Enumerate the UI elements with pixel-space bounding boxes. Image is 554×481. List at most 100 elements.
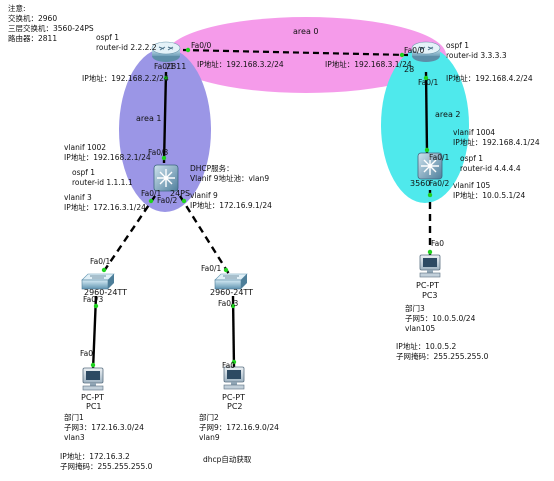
router-left[interactable] [151, 41, 181, 62]
mls-left-port-fa03: Fa0/3 [148, 148, 169, 157]
port-dot [163, 75, 169, 81]
pc3-port: Fa0 [431, 239, 444, 248]
mls-left-router-id: router-id 1.1.1.1 [72, 178, 133, 187]
mls-right-vlanif105: vlanif 105 [453, 181, 491, 190]
notes-title: 注意: [8, 3, 26, 13]
switch-right-port-fa01: Fa0/1 [201, 264, 222, 273]
port-dot [90, 362, 96, 368]
link-router-right-mls-right [424, 71, 429, 154]
mls-left-vlanif3: vlanif 3 [64, 193, 92, 202]
pc1-vlan: vlan3 [64, 433, 85, 442]
mls-right-vlanif1004-ip: IP地址：192.168.4.1/24 [453, 137, 540, 147]
switch-right-port-fa03: Fa0/3 [218, 299, 239, 308]
pc1-dept: 部门1 [64, 412, 84, 422]
mls-left-vlanif9: vlanif 9 [190, 191, 218, 200]
pc2-vlan: vlan9 [199, 433, 220, 442]
mls-left-dhcp-detail: Vlanif 9地址池：vlan9 [190, 173, 269, 183]
router-right-name: 28 [404, 65, 414, 74]
device-notes: 注意: 交换机：2960 三层交换机：3560-24PS 路由器：2811 [8, 3, 94, 43]
router-right[interactable] [411, 41, 441, 62]
pc2-port: Fa0 [222, 361, 235, 370]
pc1-port: Fa0 [80, 349, 93, 358]
router-right-port-fa01: Fa0/1 [418, 78, 439, 87]
mls-left-name: 24PS [170, 189, 190, 198]
switch-right[interactable] [214, 273, 248, 290]
pc3-vlan: vlan105 [405, 324, 435, 333]
router-left-ip-link: IP地址：192.168.3.2/24 [197, 59, 284, 69]
mls-right-vlanif105-ip: IP地址：10.0.5.1/24 [453, 190, 526, 200]
mls-right-port-fa02: Fa0/2 [429, 179, 450, 188]
switch-left-port-fa01: Fa0/1 [90, 257, 111, 266]
pc3-ip: IP地址：10.0.5.2 [396, 341, 456, 351]
pc3-name: PC3 [422, 291, 438, 300]
area0-label: area 0 [293, 27, 318, 36]
pc1-type: PC-PT [81, 393, 104, 402]
router-left-router-id: router-id 2.2.2.2 [96, 43, 157, 52]
port-dot [223, 267, 229, 273]
port-dot [230, 303, 236, 309]
pc1[interactable] [82, 367, 104, 391]
pc3-mask: 子网掩码：255.255.255.0 [396, 351, 489, 361]
switch-left[interactable] [81, 273, 115, 290]
mls-left-vlanif1002: vlanif 1002 [64, 143, 106, 152]
pc3-dept: 部门3 [405, 303, 425, 313]
mls-left-vlanif1002-ip: IP地址：192.168.2.1/24 [64, 152, 151, 162]
area1-label: area 1 [136, 114, 161, 123]
notes-router: 路由器：2811 [8, 33, 57, 43]
router-left-name: 2811 [166, 62, 186, 71]
link-mls-left-switch-left [101, 195, 156, 275]
port-dot [423, 75, 429, 81]
pc3-type: PC-PT [416, 281, 439, 290]
pc2-type: PC-PT [222, 393, 245, 402]
pc-icon [223, 366, 245, 390]
area2-label: area 2 [435, 110, 460, 119]
link-router-left-mls-left [162, 71, 168, 164]
port-dot [427, 249, 433, 255]
router-left-ospf: ospf 1 [96, 33, 119, 42]
router-right-ospf: ospf 1 [446, 41, 469, 50]
port-dot [161, 155, 167, 161]
link-router-router [182, 48, 409, 57]
mls-left[interactable] [153, 164, 179, 192]
pc2[interactable] [223, 366, 245, 390]
router-right-router-id: router-id 3.3.3.3 [446, 51, 507, 60]
mls-right-name: 3560 [410, 179, 430, 188]
port-dot [427, 192, 433, 198]
mls-left-dhcp: DHCP服务： [190, 163, 234, 173]
pc1-mask: 子网掩码：255.255.255.0 [60, 461, 153, 471]
mls-left-vlanif9-ip: IP地址：172.16.9.1/24 [190, 200, 272, 210]
port-dot [231, 359, 237, 365]
switch-left-name: 2960-24TT [84, 288, 127, 297]
link-mls-left-switch-right [178, 195, 231, 275]
port-dots [90, 47, 433, 368]
pc1-subnet: 子网3：172.16.3.0/24 [64, 423, 144, 432]
router-left-ip-down: IP地址：192.168.2.2/24 [82, 73, 169, 83]
multilayer-switch-icon [417, 152, 443, 180]
mls-right-port-fa01: Fa0/1 [429, 153, 450, 162]
mls-right-vlanif1004: vlanif 1004 [453, 128, 495, 137]
notes-l3-switch: 三层交换机：3560-24PS [8, 23, 94, 33]
mls-right-router-id: router-id 4.4.4.4 [460, 164, 521, 173]
mls-left-port-fa01: Fa0/1 [141, 189, 162, 198]
link-switch-left-pc1 [91, 295, 98, 371]
port-dot [148, 198, 154, 204]
pc2-subnet: 子网9：172.16.9.0/24 [199, 423, 279, 432]
port-dot [185, 47, 191, 53]
port-dot [399, 52, 405, 58]
pc1-ip: IP地址：172.16.3.2 [60, 451, 130, 461]
port-dot [101, 267, 107, 273]
pc2-dept: 部门2 [199, 412, 219, 422]
router-left-port-fa01: Fa0/1 [154, 62, 175, 71]
port-dot [181, 198, 187, 204]
pc-icon [419, 254, 441, 278]
router-right-ip-down: IP地址：192.168.4.2/24 [446, 73, 533, 83]
pc2-dhcp-note: dhcp自动获取 [203, 454, 252, 464]
pc3[interactable] [419, 254, 441, 278]
mls-right[interactable] [417, 152, 443, 180]
switch-icon [214, 273, 248, 290]
mls-left-port-fa02: Fa0/2 [157, 196, 178, 205]
port-dot [93, 303, 99, 309]
notes-switch: 交换机：2960 [8, 13, 57, 23]
